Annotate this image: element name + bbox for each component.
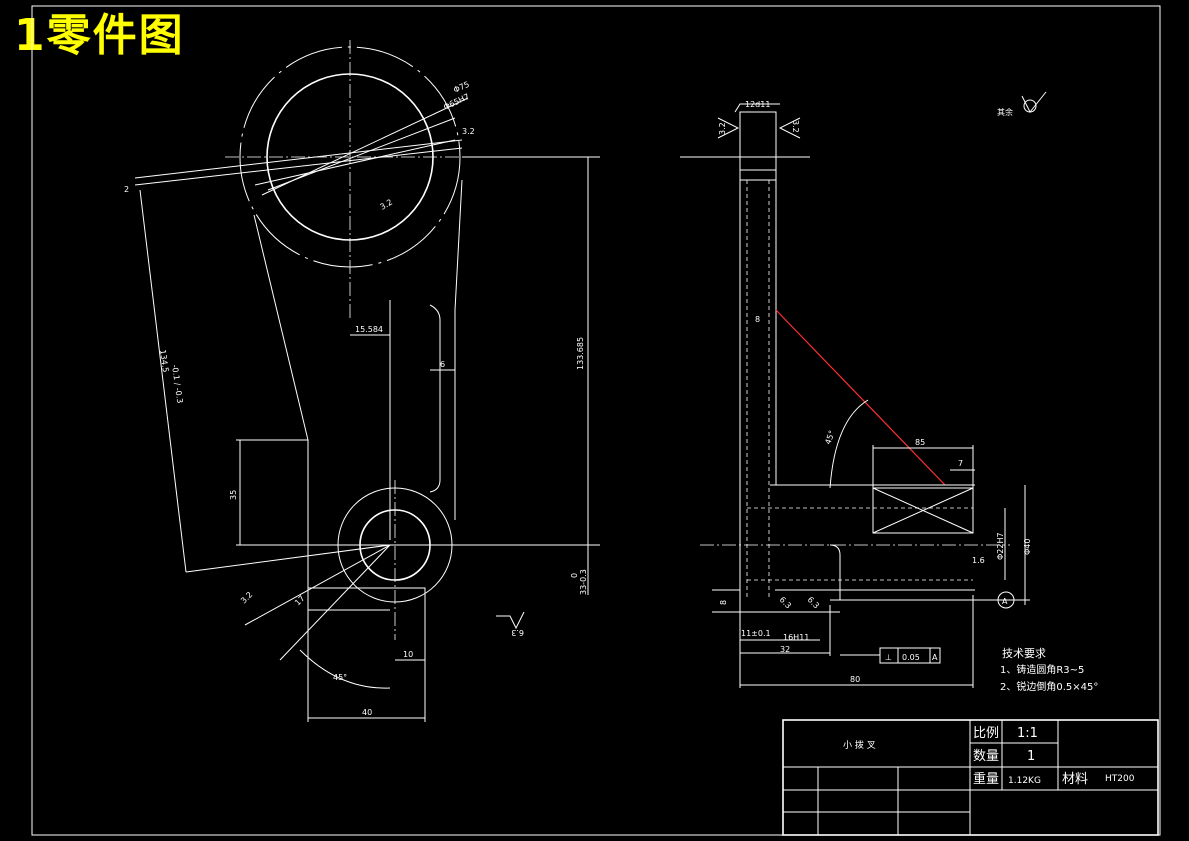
dim-11: 11±0.1: [741, 629, 771, 638]
weight-value: 1.12KG: [1008, 776, 1041, 786]
weight-label: 重量: [973, 771, 999, 787]
tol-33: 33-0.3: [579, 569, 588, 595]
rough-1-6: 1.6: [972, 556, 985, 565]
rough-3-2-side-right: 3.2: [791, 120, 800, 133]
angle-45-side: 45°: [823, 429, 836, 445]
dim-2: 2: [124, 185, 129, 194]
dim-8-bottom: 8: [719, 600, 728, 605]
dim-133-685: 133.685: [576, 337, 585, 370]
dim-80: 80: [850, 675, 860, 684]
tech-req-item-2: 2、锐边倒角0.5×45°: [1000, 680, 1098, 693]
dim-8-top: 8: [755, 315, 760, 324]
tolerance-datum: A: [932, 653, 938, 662]
side-view: 12d11 3.2 3.2 8 45° 85 7 Φ22H7 Φ40 1.6 8…: [680, 100, 1032, 688]
geometric-tolerance-frame: [879, 647, 941, 664]
dim-16h11: 16H11: [783, 633, 809, 642]
rough-3-2-top: 3.2: [462, 127, 475, 136]
dim-6: 6: [440, 360, 445, 369]
dim-40: 40: [362, 708, 372, 717]
drawing-border: [31, 5, 1161, 836]
dim-d65h7: Φ65H7: [442, 92, 471, 112]
dim-32: 32: [780, 645, 790, 654]
scale-value: 1:1: [1017, 726, 1038, 741]
quantity-value: 1: [1027, 749, 1035, 764]
dim-17: 17: [293, 594, 307, 608]
dim-arm-tol: -0.1 / -0.3: [170, 364, 184, 404]
dim-35: 35: [229, 490, 238, 500]
angle-45-front: 45°: [333, 673, 347, 682]
perpendicularity-symbol: ⊥: [885, 653, 892, 662]
dim-15-584: 15.584: [355, 325, 383, 334]
tech-req-item-1: 1、铸造圆角R3~5: [1000, 663, 1084, 676]
tolerance-value: 0.05: [902, 653, 920, 662]
rough-3-2-side-left: 3.2: [718, 122, 727, 135]
dim-d40: Φ40: [1023, 539, 1032, 555]
datum-a-symbol: [997, 591, 1015, 609]
dim-10: 10: [403, 650, 413, 659]
tol-0: 0: [570, 573, 579, 578]
dim-7: 7: [958, 459, 963, 468]
arm-left-edge: [253, 214, 309, 718]
rough-6-3-b: 6.3: [806, 595, 821, 610]
material-label: 材料: [1062, 772, 1088, 787]
datum-a-label: A: [1002, 597, 1008, 606]
surface-finish-note: 其余: [997, 91, 1047, 117]
surface-note-label: 其余: [997, 107, 1013, 117]
arm-right-edge: [454, 179, 463, 520]
tech-req-title: 技术要求: [1002, 647, 1046, 660]
dim-d75: Φ75: [452, 80, 471, 95]
technical-requirements: 技术要求 1、铸造圆角R3~5 2、锐边倒角0.5×45°: [1000, 647, 1098, 693]
rough-3-2-left: 3.2: [239, 590, 254, 605]
dim-arm-length: 134.5: [158, 349, 170, 373]
material-value: HT200: [1105, 774, 1135, 784]
dim-d22h7: Φ22H7: [996, 532, 1005, 560]
rough-3-2-inner: 3.2: [379, 198, 395, 212]
dim-85: 85: [915, 438, 925, 447]
scale-label: 比例: [973, 726, 999, 741]
part-name: 小 拨 叉: [843, 739, 876, 751]
title-block: 小 拨 叉 比例 1:1 数量 1 重量 1.12KG 材料 HT200: [782, 719, 1159, 836]
rib-line: [775, 309, 946, 486]
page-title: 1零件图: [14, 10, 185, 61]
rough-6-3-a: 6.3: [778, 595, 793, 610]
dim-12d11: 12d11: [745, 100, 770, 109]
front-view: Φ75 Φ65H7 3.2 3.2 2 134.5 -0.1 / -0.3 15…: [124, 40, 600, 722]
rough-6-3-front: 6.3: [511, 628, 524, 637]
quantity-label: 数量: [973, 749, 999, 764]
